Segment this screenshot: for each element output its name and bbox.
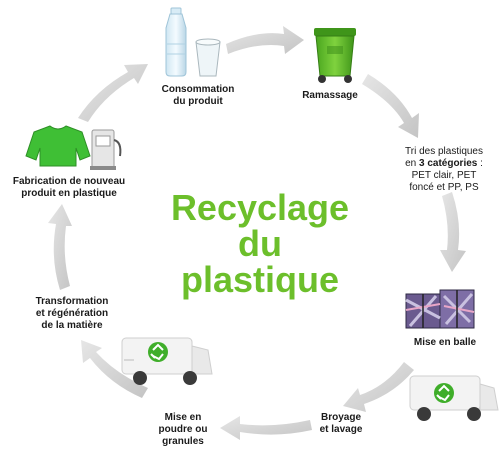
tri-line-2-suffix: : <box>477 158 483 169</box>
fabrication-line-1: Fabrication de nouveau <box>12 176 126 187</box>
step-broyage-label: Broyage et lavage <box>306 412 376 436</box>
tri-line-3: PET clair, PET <box>411 170 477 181</box>
step-ramassage-label: Ramassage <box>290 90 370 102</box>
poudre-line-2: poudre ou <box>158 424 208 435</box>
arrow-balle-to-broyage <box>343 362 414 412</box>
ramassage-line-1: Ramassage <box>302 90 358 101</box>
transformation-line-2: et régénération <box>35 308 109 319</box>
cycle-arrows <box>48 26 466 440</box>
arrow-fabrication-to-consommation <box>78 64 148 122</box>
title-line-1: Recyclage <box>170 187 350 228</box>
fuel-pump-icon <box>90 129 122 170</box>
diagram-title: Recyclage du plastique <box>150 190 370 298</box>
recycling-truck-icon <box>409 375 499 421</box>
poudre-line-3: granules <box>162 436 204 447</box>
green-sweater-icon <box>25 125 91 167</box>
tri-line-1: Tri des plastiques <box>405 146 483 157</box>
arrow-tri-to-balle <box>440 192 466 272</box>
step-tri-label: Tri des plastiques en 3 catégories : PET… <box>392 146 496 194</box>
plastic-bottle-icon <box>165 7 187 77</box>
arrow-consommation-to-ramassage <box>226 26 304 54</box>
step-fabrication-label: Fabrication de nouveau produit en plasti… <box>4 176 134 200</box>
mise-en-balle-line-1: Mise en balle <box>413 337 477 348</box>
transformation-line-1: Transformation <box>35 296 109 307</box>
fabrication-line-2: produit en plastique <box>21 188 117 199</box>
arrow-poudre-to-transformation <box>81 340 148 398</box>
recycling-truck-icon <box>121 337 213 385</box>
broyage-line-1: Broyage <box>320 412 361 423</box>
plastic-bale-icon <box>405 289 475 329</box>
green-wheelie-bin-icon <box>314 28 356 83</box>
tri-line-4: foncé et PP, PS <box>409 182 479 193</box>
consommation-line-2: du produit <box>173 96 223 107</box>
step-consommation-label: Consommation du produit <box>150 84 246 108</box>
arrow-ramassage-to-tri <box>362 74 419 138</box>
step-mise-en-balle-label: Mise en balle <box>400 337 490 349</box>
consommation-line-1: Consommation <box>161 84 235 95</box>
step-mise-en-poudre-label: Mise en poudre ou granules <box>150 412 216 448</box>
arrow-broyage-to-poudre <box>220 416 312 440</box>
arrow-transformation-to-fabrication <box>48 204 72 290</box>
transformation-line-3: de la matière <box>41 320 103 331</box>
title-line-2: du <box>238 223 282 264</box>
tri-line-2: en 3 catégories : <box>392 158 496 170</box>
poudre-line-1: Mise en <box>164 412 202 423</box>
tri-line-2-bold: 3 catégories <box>418 158 478 169</box>
title-line-3: plastique <box>180 259 340 300</box>
plastic-cup-icon <box>195 38 221 77</box>
step-transformation-label: Transformation et régénération de la mat… <box>22 296 122 332</box>
tri-line-2-prefix: en <box>405 158 419 169</box>
broyage-line-2: et lavage <box>319 424 363 435</box>
